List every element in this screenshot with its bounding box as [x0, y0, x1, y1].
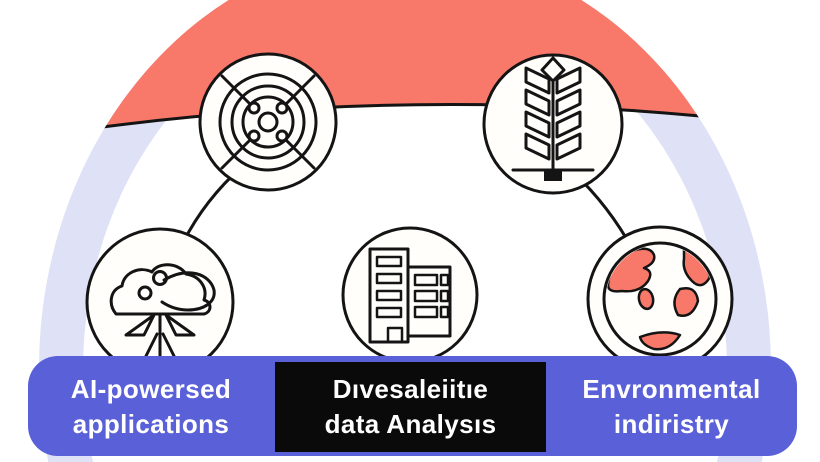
- label-ai-applications: AI-powersed applications: [33, 366, 269, 448]
- buildings-icon: [368, 247, 452, 344]
- label-environmental-industry-line1: Envronmental: [582, 374, 761, 404]
- cloud-station-icon: [109, 263, 216, 368]
- label-ai-applications-line1: AI-powersed: [70, 374, 232, 404]
- label-environmental-industry: Envronmental indiristry: [550, 366, 793, 448]
- center-label-panel: [275, 362, 546, 452]
- globe-icon: [602, 241, 718, 357]
- label-data-analysis-line2: data Analysıs: [324, 409, 497, 439]
- cube-wheat-icon: [511, 56, 595, 181]
- radar-target-icon: [218, 72, 318, 172]
- label-environmental-industry-line2: indiristry: [613, 409, 730, 439]
- label-data-analysis-line1: Dıvesaleiitıe: [332, 374, 489, 404]
- label-ai-applications-line2: applications: [72, 409, 230, 439]
- label-data-analysis: Dıvesaleiitıe data Analysıs: [280, 366, 541, 448]
